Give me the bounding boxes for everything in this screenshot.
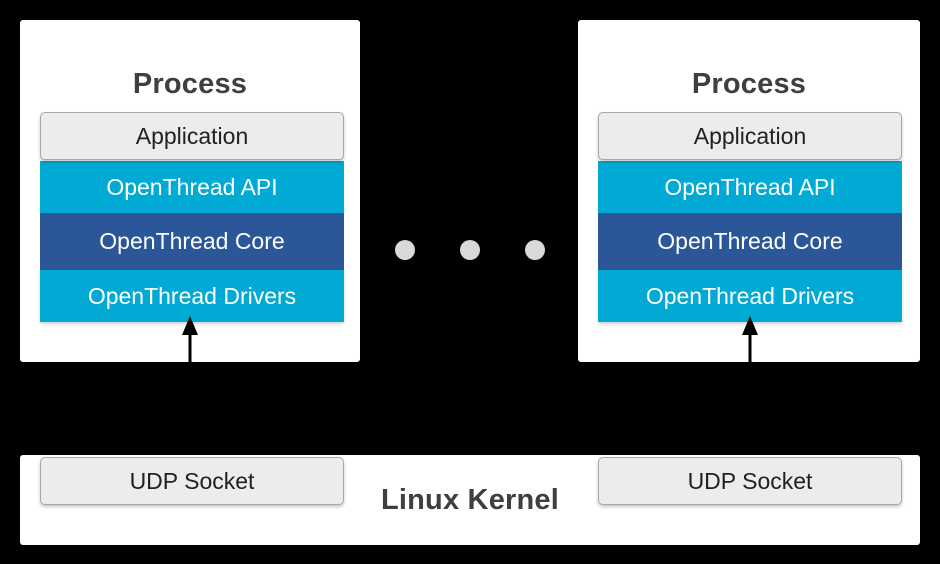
ellipsis-dot	[525, 240, 545, 260]
openthread-stack-right: Application OpenThread API OpenThread Co…	[598, 112, 902, 322]
driver-to-socket-arrow-left	[182, 316, 198, 364]
udp-socket-box-right: UDP Socket	[598, 457, 902, 505]
layer-openthread-api-right: OpenThread API	[598, 161, 902, 213]
ellipsis-dot	[460, 240, 480, 260]
ellipsis-dot	[395, 240, 415, 260]
layer-openthread-drivers-right: OpenThread Drivers	[598, 270, 902, 322]
openthread-stack-left: Application OpenThread API OpenThread Co…	[40, 112, 344, 322]
process-title-right: Process	[691, 68, 807, 100]
driver-to-socket-arrow-right	[742, 316, 758, 364]
udp-socket-box-left: UDP Socket	[40, 457, 344, 505]
layer-application-left: Application	[40, 112, 344, 160]
layer-openthread-core-left: OpenThread Core	[40, 213, 344, 270]
more-processes-ellipsis	[395, 240, 545, 260]
linux-kernel-title: Linux Kernel	[380, 484, 560, 516]
layer-openthread-drivers-left: OpenThread Drivers	[40, 270, 344, 322]
layer-application-right: Application	[598, 112, 902, 160]
process-title-left: Process	[132, 68, 248, 100]
layer-openthread-api-left: OpenThread API	[40, 161, 344, 213]
layer-openthread-core-right: OpenThread Core	[598, 213, 902, 270]
